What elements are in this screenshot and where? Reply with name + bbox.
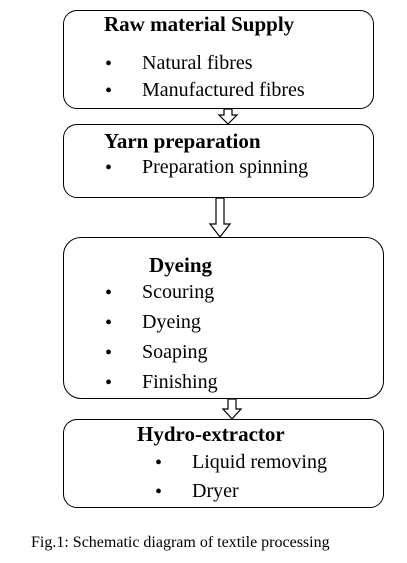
list-item-finishing: Finishing — [142, 371, 218, 393]
list-item-soaping: Soaping — [142, 341, 208, 363]
box-title-yarn-preparation: Yarn preparation — [104, 129, 261, 153]
bullet-icon: • — [105, 157, 113, 179]
box-dyeing — [63, 237, 384, 399]
box-title-dyeing: Dyeing — [149, 253, 212, 277]
bullet-icon: • — [105, 312, 113, 334]
bullet-icon: • — [105, 80, 113, 102]
box-hydro-extractor — [63, 419, 384, 508]
list-item-dryer: Dryer — [192, 480, 239, 502]
bullet-icon: • — [105, 372, 113, 394]
bullet-icon: • — [105, 53, 113, 75]
bullet-icon: • — [155, 481, 163, 503]
list-item-natural-fibres: Natural fibres — [142, 52, 253, 74]
list-item-dyeing: Dyeing — [142, 311, 201, 333]
box-yarn-preparation — [63, 124, 374, 198]
box-title-raw-material-supply: Raw material Supply — [104, 12, 295, 36]
list-item-manufactured-fibres: Manufactured fibres — [142, 79, 305, 101]
list-item-liquid-removing: Liquid removing — [192, 451, 327, 473]
bullet-icon: • — [105, 342, 113, 364]
list-item-preparation-spinning: Preparation spinning — [142, 156, 309, 178]
bullet-icon: • — [155, 452, 163, 474]
figure-caption: Fig.1: Schematic diagram of textile proc… — [31, 534, 330, 551]
list-item-scouring: Scouring — [142, 281, 215, 303]
box-raw-material-supply — [63, 10, 374, 109]
box-title-hydro-extractor: Hydro-extractor — [137, 422, 285, 446]
bullet-icon: • — [105, 282, 113, 304]
